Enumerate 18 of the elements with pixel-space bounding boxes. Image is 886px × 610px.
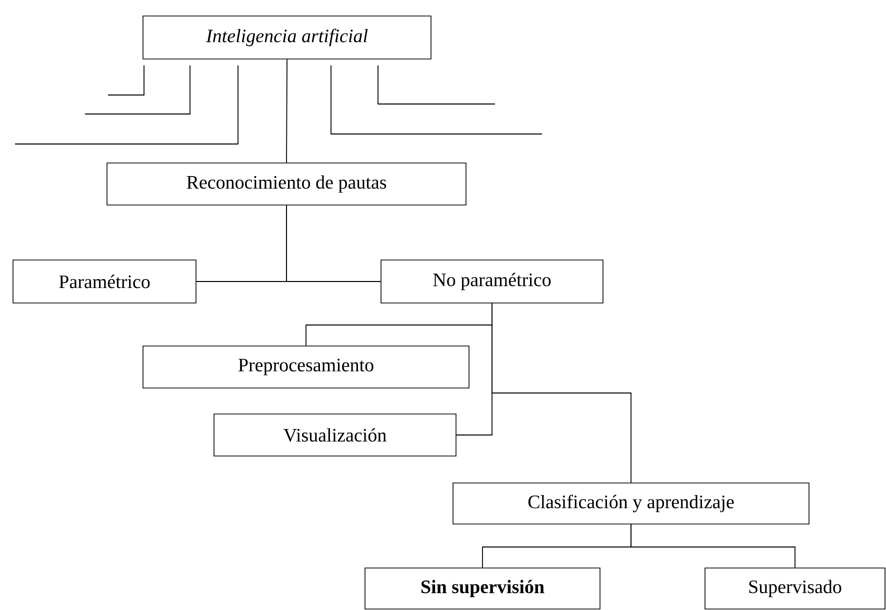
connector-line xyxy=(286,58,288,164)
branch-line xyxy=(14,64,238,144)
concept-box: Visualización xyxy=(214,414,456,456)
connector-line xyxy=(286,204,382,282)
concept-box: Supervisado xyxy=(704,568,886,610)
concept-box: Sin supervisión xyxy=(364,568,600,610)
concept-box: Reconocimiento de pautas xyxy=(106,162,466,206)
branch-line xyxy=(378,64,496,104)
branch-line xyxy=(330,64,542,134)
concept-box: Clasificación y aprendizaje xyxy=(452,482,810,524)
concept-box: Paramétrico xyxy=(12,260,196,304)
connector-line xyxy=(492,302,632,484)
connector-line xyxy=(630,524,796,568)
branch-line xyxy=(84,64,190,114)
concept-box: Preprocesamiento xyxy=(142,346,470,388)
topic-box: Inteligencia artificial xyxy=(142,16,432,60)
branch-line xyxy=(108,64,144,96)
concept-box: No paramétrico xyxy=(380,260,604,304)
